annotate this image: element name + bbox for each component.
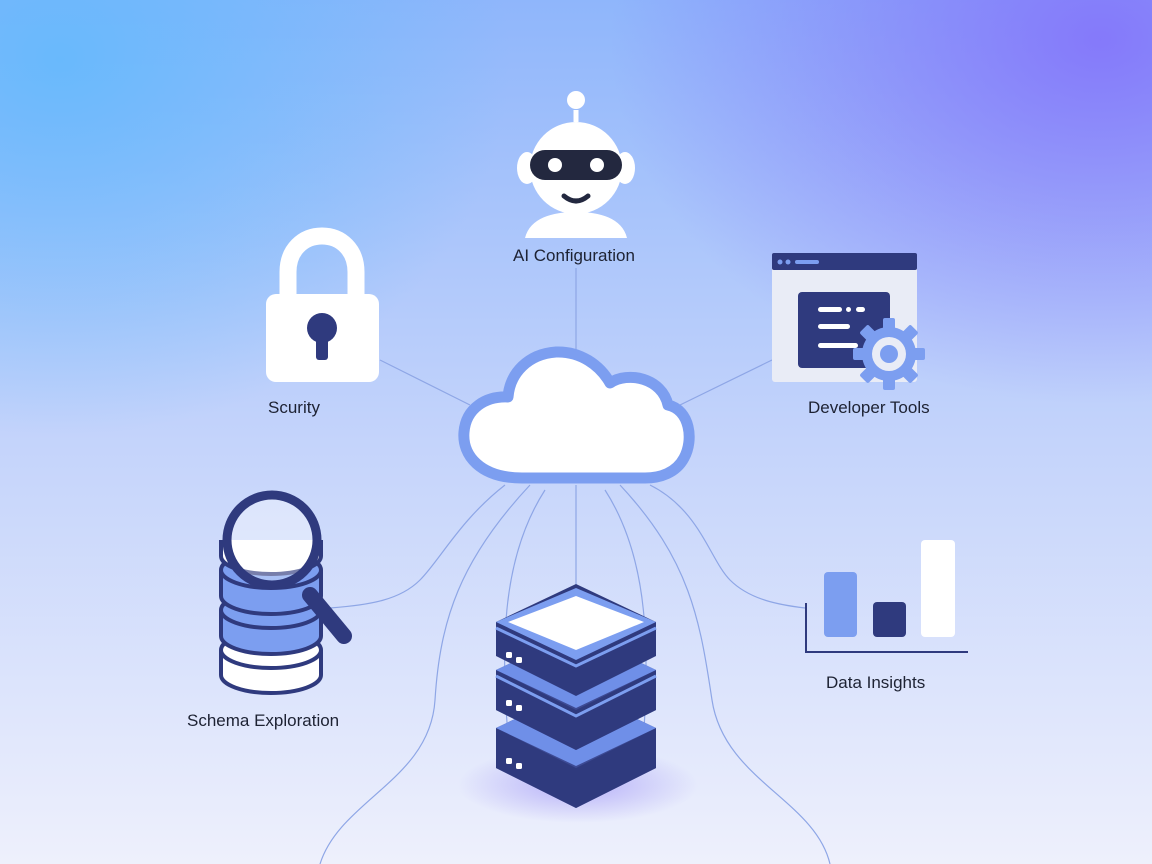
server-stack-icon (495, 584, 657, 808)
robot-icon (517, 91, 635, 238)
connector-lines (319, 268, 831, 864)
line-bottom-right (619, 484, 831, 864)
line-bottom-left (319, 484, 531, 864)
label-security: Scurity (268, 398, 320, 417)
lock-icon (266, 227, 379, 382)
gear-icon (853, 318, 925, 390)
line-developer (679, 359, 773, 406)
label-developer-tools: Developer Tools (808, 398, 930, 417)
line-bottom-left-2 (504, 489, 546, 761)
database-search-icon (219, 490, 352, 695)
label-ai-configuration: AI Configuration (513, 246, 635, 265)
line-security (379, 359, 471, 406)
line-schema (329, 484, 506, 609)
label-schema-exploration: Schema Exploration (187, 711, 340, 730)
cloud-icon (458, 346, 695, 484)
label-data-insights: Data Insights (826, 673, 926, 692)
bar-chart-icon (805, 540, 968, 653)
developer-tools-icon (772, 253, 925, 390)
line-insights (649, 484, 806, 609)
line-bottom-right-2 (604, 489, 647, 761)
